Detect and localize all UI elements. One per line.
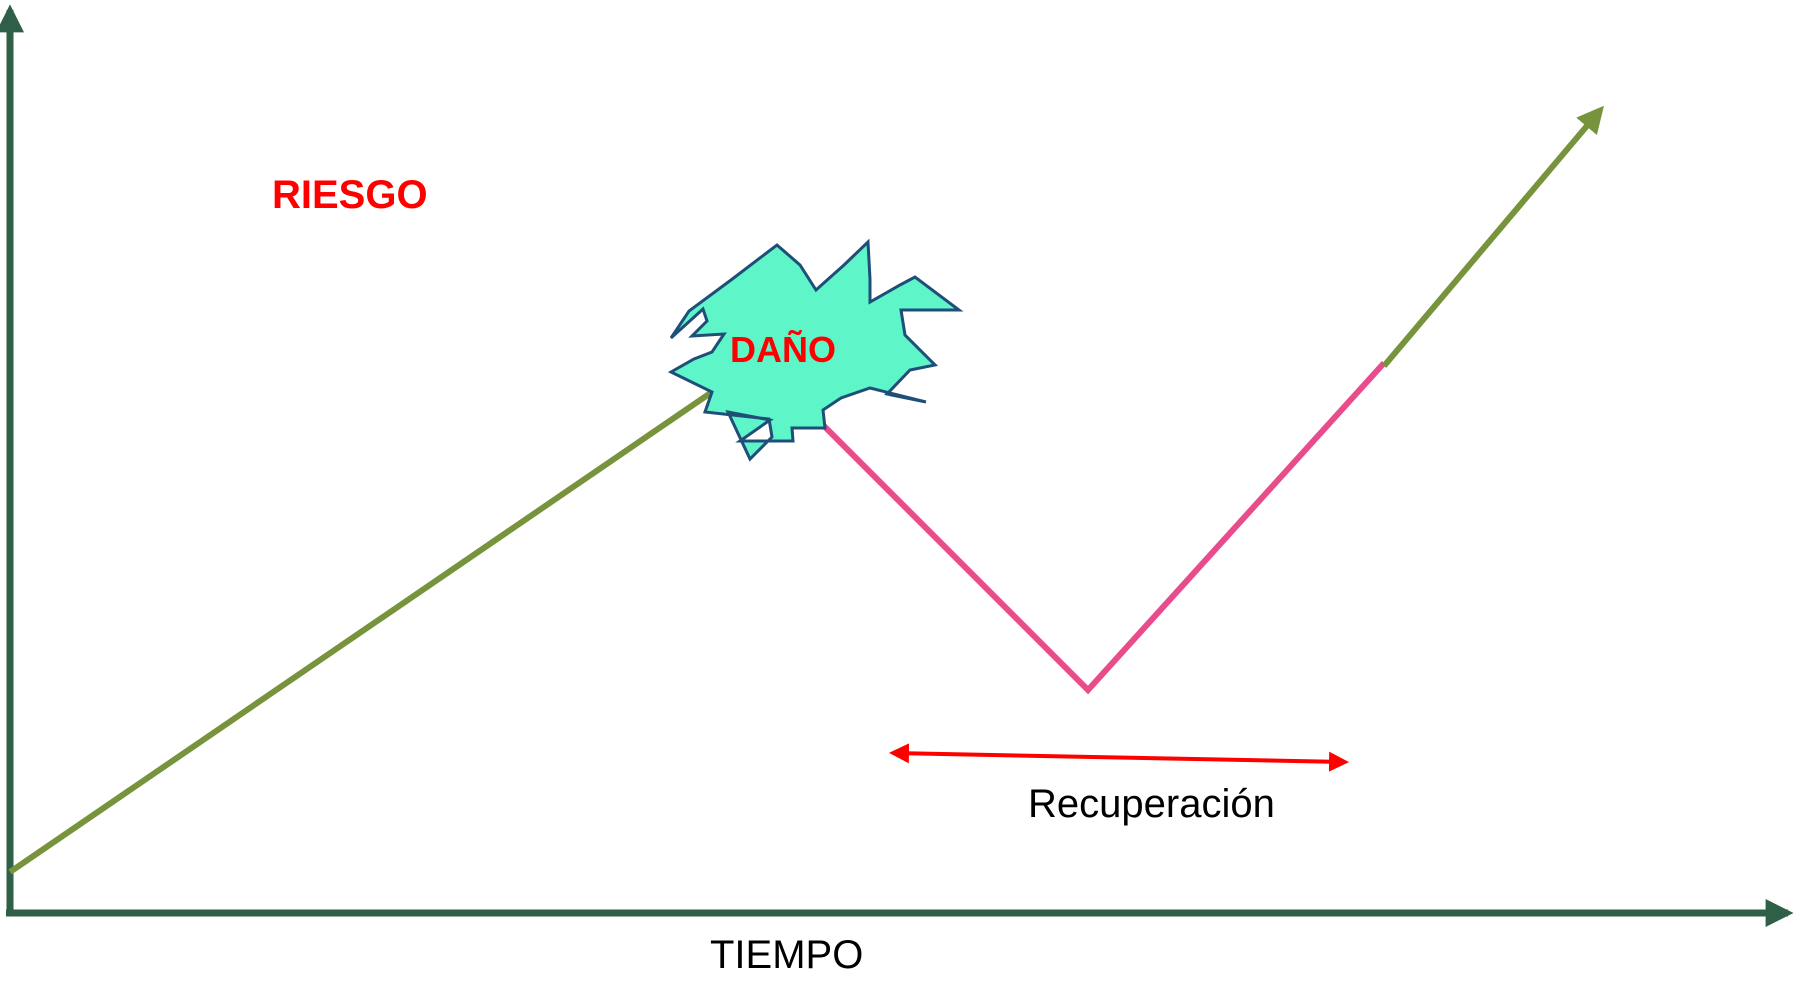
- damage-label: DAÑO: [730, 328, 836, 370]
- damage-recovery-line: [817, 360, 1387, 695]
- recovery-label: Recuperación: [1028, 782, 1275, 826]
- damage-burst: [667, 238, 964, 462]
- risk-label: RIESGO: [272, 173, 428, 217]
- recovery-span-arrow: [889, 743, 1349, 772]
- risk-growth-line: [8, 389, 714, 875]
- post-recovery-growth-arrow: [1381, 105, 1604, 368]
- time-axis-label: TIEMPO: [710, 933, 863, 977]
